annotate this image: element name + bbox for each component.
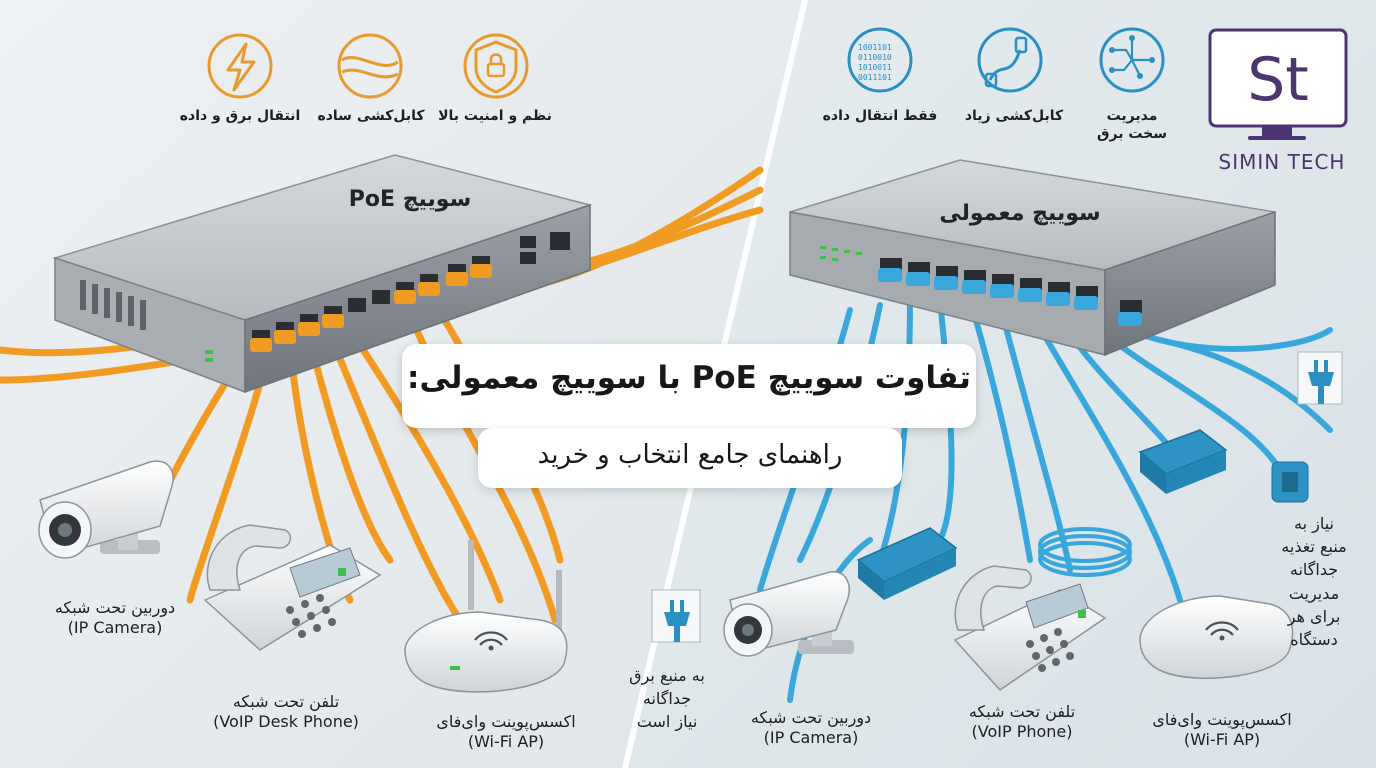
power-socket-icon (1297, 351, 1343, 405)
standard-ip-camera (723, 571, 854, 657)
standard-feature-heavy-cabling: کابل‌کشی زیاد (964, 108, 1064, 124)
note-line: نیاز است (636, 712, 698, 732)
label-fa: اکسس‌پوینت وای‌فای (436, 712, 576, 731)
label-en: (VoIP Desk Phone) (213, 712, 359, 731)
note-line: برای هر (1287, 606, 1341, 626)
circuit-icon (1099, 27, 1165, 93)
standard-camera-label: دوربین تحت شبکه (IP Camera) (726, 708, 896, 748)
power-adapter-1 (856, 527, 958, 600)
logo-mark: St (1208, 28, 1348, 140)
cable-icon (337, 33, 403, 99)
poe-feature-security: نظم و امنیت بالا (438, 108, 552, 124)
logo: SIMIN TECH (1188, 0, 1376, 190)
standard-voip-phone (953, 565, 1107, 691)
poe-camera-label: دوربین تحت شبکه (IP Camera) (20, 598, 210, 638)
standard-side-background (620, 0, 1376, 768)
poe-phone-label: تلفن تحت شبکه (VoIP Desk Phone) (186, 692, 386, 732)
camera-power-note: به منبع برق جداگانه نیاز است (612, 664, 722, 734)
feature-line-2: سخت برق (1096, 125, 1168, 142)
note-line: منبع تغذیه (1281, 537, 1347, 557)
standard-feature-data-only: فقط انتقال داده (822, 108, 938, 124)
svg-text:1001101: 1001101 (858, 43, 892, 52)
title-card: تفاوت سوییچ PoE با سوییچ معمولی: (402, 344, 976, 428)
label-fa: تلفن تحت شبکه (968, 702, 1076, 721)
cables-icon (977, 27, 1043, 93)
label-fa: اکسس‌پوینت وای‌فای (1152, 710, 1292, 729)
svg-text:0110010: 0110010 (858, 53, 892, 62)
label-fa: دوربین تحت شبکه (750, 708, 872, 727)
svg-text:1010011: 1010011 (858, 63, 892, 72)
label-en: (IP Camera) (763, 728, 859, 747)
label-en: (Wi-Fi AP) (467, 732, 545, 751)
standard-switch (789, 159, 1276, 357)
poe-voip-phone (203, 524, 382, 651)
lightning-icon (207, 33, 273, 99)
note-line: جداگانه (1289, 560, 1339, 580)
standard-switch-label: سوییچ معمولی (939, 201, 1101, 226)
label-en: (VoIP Phone) (971, 722, 1073, 741)
poe-switch (52, 154, 593, 394)
standard-feature-power-management: مدیریت سخت برق (1086, 108, 1178, 143)
note-line: جداگانه (642, 689, 692, 709)
poe-feature-power-data: انتقال برق و داده (179, 108, 301, 124)
shield-lock-icon (463, 33, 529, 99)
note-line: مدیریت (1288, 583, 1340, 603)
standard-wifi-label: اکسس‌پوینت وای‌فای (Wi-Fi AP) (1124, 710, 1320, 750)
svg-text:0011101: 0011101 (858, 73, 892, 82)
sub-title: راهنمای جامع انتخاب و خرید (537, 440, 843, 470)
note-line: به منبع برق (629, 666, 705, 685)
label-en: (Wi-Fi AP) (1183, 730, 1261, 749)
power-supply-note: نیاز به منبع تغذیه جداگانه مدیریت برای ه… (1264, 512, 1364, 651)
label-en: (IP Camera) (67, 618, 163, 637)
logo-text: SIMIN TECH (1218, 150, 1346, 174)
note-line: نیاز به (1294, 514, 1334, 533)
poe-feature-simple-cabling: کابل‌کشی ساده (317, 108, 425, 124)
logo-letters: St (1247, 45, 1309, 115)
poe-wifi-label: اکسس‌پوینت وای‌فای (Wi-Fi AP) (414, 712, 598, 752)
poe-ip-camera (38, 460, 174, 559)
power-adapter-2 (1138, 429, 1228, 494)
poe-switch-label: سوییچ PoE (348, 187, 472, 212)
label-fa: دوربین تحت شبکه (54, 598, 176, 617)
subtitle-card: راهنمای جامع انتخاب و خرید (478, 428, 902, 488)
power-connector (1271, 461, 1309, 503)
main-title: تفاوت سوییچ PoE با سوییچ معمولی: (407, 360, 971, 396)
standard-phone-label: تلفن تحت شبکه (VoIP Phone) (944, 702, 1100, 742)
power-socket-icon (651, 589, 701, 643)
note-line: دستگاه (1290, 629, 1338, 649)
coiled-cable (1038, 527, 1132, 577)
feature-line-1: مدیریت (1106, 108, 1158, 124)
poe-wifi-ap (404, 540, 568, 693)
standard-wifi-ap (1139, 595, 1294, 680)
label-fa: تلفن تحت شبکه (232, 692, 340, 711)
